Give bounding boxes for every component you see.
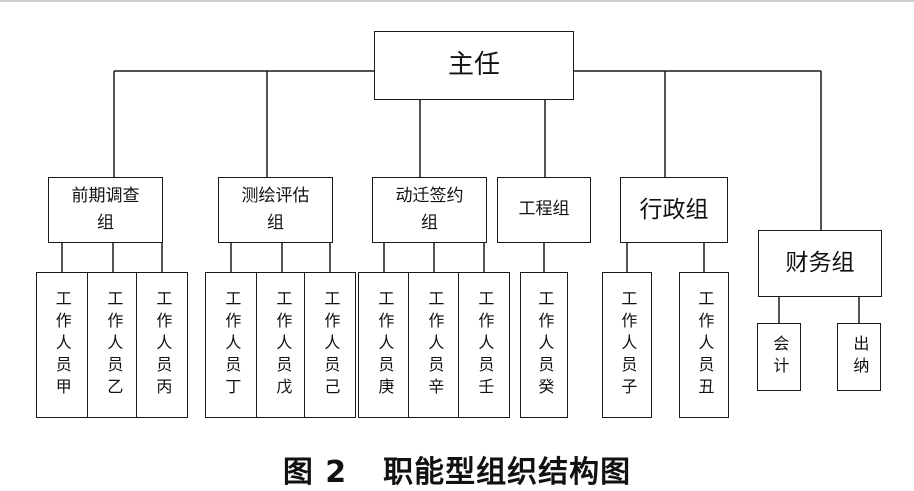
worker-label: 工作人员丑 [695, 290, 715, 400]
worker-label: 工作人员壬 [475, 290, 495, 400]
worker-label: 工作人员癸 [535, 290, 555, 400]
worker-label: 工作人员庚 [375, 290, 395, 400]
worker-label: 工作人员己 [321, 290, 341, 400]
dept-label-2: 测绘评估 组 [241, 185, 310, 233]
dept-label-3: 动迁签约 组 [395, 185, 464, 233]
figure-number: 图 2 [282, 455, 348, 490]
dept-box-3: 动迁签约 组 [372, 177, 487, 243]
worker-label: 出纳 [850, 335, 870, 379]
worker-label: 会计 [770, 335, 790, 379]
worker-box: 工作人员子 [602, 272, 652, 418]
worker-label: 工作人员乙 [104, 290, 124, 400]
dept-label-1: 前期调查 组 [71, 185, 140, 233]
worker-box: 工作人员丁 [205, 272, 257, 418]
worker-label: 工作人员丙 [153, 290, 173, 400]
worker-box: 工作人员癸 [520, 272, 568, 418]
worker-box: 工作人员辛 [408, 272, 460, 418]
worker-box: 出纳 [837, 323, 881, 391]
top-rule [0, 0, 914, 2]
worker-box: 工作人员庚 [358, 272, 410, 418]
worker-box: 工作人员甲 [36, 272, 88, 418]
worker-box: 会计 [757, 323, 801, 391]
worker-box: 工作人员戊 [256, 272, 308, 418]
dept-box-2: 测绘评估 组 [218, 177, 333, 243]
worker-label: 工作人员辛 [425, 290, 445, 400]
worker-box: 工作人员己 [304, 272, 356, 418]
dept-box-4: 工程组 [497, 177, 591, 243]
worker-box: 工作人员丙 [136, 272, 188, 418]
dept-label-5: 行政组 [639, 196, 709, 223]
dept-label-4: 工程组 [518, 199, 570, 220]
worker-label: 工作人员戊 [273, 290, 293, 400]
dept-box-6: 财务组 [758, 230, 882, 297]
worker-box: 工作人员壬 [458, 272, 510, 418]
dept-box-5: 行政组 [620, 177, 728, 243]
figure-title: 职能型组织结构图 [383, 455, 632, 490]
figure-caption: 图 2 职能型组织结构图 [0, 447, 914, 491]
dept-box-1: 前期调查 组 [48, 177, 163, 243]
worker-box: 工作人员乙 [87, 272, 139, 418]
worker-label: 工作人员丁 [222, 290, 242, 400]
worker-box: 工作人员丑 [679, 272, 729, 418]
root-label: 主任 [447, 49, 500, 80]
worker-label: 工作人员甲 [52, 290, 72, 400]
dept-label-6: 财务组 [785, 250, 855, 277]
root-box: 主任 [374, 31, 574, 100]
worker-label: 工作人员子 [618, 290, 638, 400]
